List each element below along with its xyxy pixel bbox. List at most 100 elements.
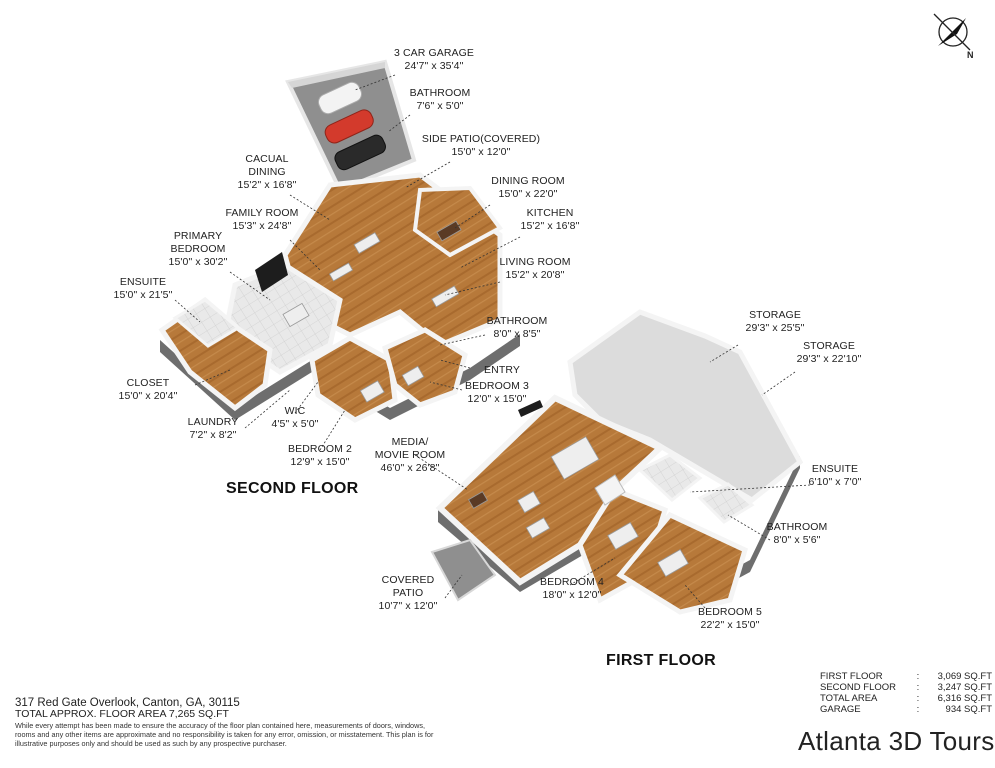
first-floor-plan [430,309,804,615]
room-dimensions: 46'0" x 26'8" [380,462,440,474]
room-name: BATHROOM [486,315,548,327]
north-compass-icon [933,13,971,51]
room-dimensions: 15'0" x 22'0" [498,188,558,200]
area-separator: : [916,704,920,715]
room-name: LAUNDRY [187,416,239,428]
second-floor-title: SECOND FLOOR [226,480,359,497]
storage-floor [567,309,804,504]
room-name: ENSUITE [811,463,859,475]
room-dimensions: 7'2" x 8'2" [189,429,237,441]
area-value: 6,316 SQ.FT [937,693,992,704]
first-floor-bathroom [697,482,755,524]
room-name: STORAGE [749,309,801,321]
first-floor-furniture [468,436,689,577]
room-name: KITCHEN [526,207,574,219]
media-tv [518,400,543,417]
room-name: STORAGE [803,340,855,352]
first-floor-title: FIRST FLOOR [606,652,716,669]
second-floor-plan [158,59,520,423]
compass-north-letter: N [967,50,974,60]
total-floor-area: TOTAL APPROX. FLOOR AREA 7,265 SQ.FT [15,708,229,720]
room-name: BEDROOM 2 [288,443,352,455]
room-name: DINING ROOM [491,175,565,187]
room-dimensions: 4'5" x 5'0" [271,418,319,430]
address-block: 317 Red Gate Overlook, Canton, GA, 30115… [15,697,435,748]
area-row: TOTAL AREA : 6,316 SQ.FT [820,693,992,704]
room-dimensions: 7'6" x 5'0" [416,100,464,112]
dimension-leader-lines [174,74,811,609]
first-floor-stairs [594,474,626,506]
garage-wall [288,62,385,88]
room-dimensions: 22'2" x 15'0" [700,619,760,631]
area-label: FIRST FLOOR [820,671,883,682]
area-row: FIRST FLOOR : 3,069 SQ.FT [820,671,992,682]
room-dimensions: 15'0" x 20'4" [118,390,178,402]
room-name: ENSUITE [119,276,167,288]
room-dimensions: 8'0" x 5'6" [773,534,821,546]
room-name: 3 CAR GARAGE [394,47,474,59]
room-name: ENTRY [484,364,520,376]
room-name: WIC [284,405,306,417]
room-dimensions: 6'10" x 7'0" [808,476,862,488]
room-name: BATHROOM [409,87,471,99]
property-address: 317 Red Gate Overlook, Canton, GA, 30115 [15,697,240,709]
room-dimensions: 8'0" x 8'5" [493,328,541,340]
room-dimensions: 15'2" x 20'8" [505,269,565,281]
room-name: MEDIA/MOVIE ROOM [374,436,446,461]
covered-patio-floor [430,538,497,602]
room-dimensions: 24'7" x 35'4" [404,60,464,72]
room-dimensions: 12'0" x 15'0" [467,393,527,405]
area-value: 3,069 SQ.FT [937,671,992,682]
area-separator: : [916,682,920,693]
room-name: BEDROOM 3 [465,380,529,392]
room-dimensions: 15'0" x 30'2" [168,256,228,268]
room-name: BEDROOM 5 [698,606,762,618]
room-label-entry: ENTRY [484,364,520,377]
room-label-side-patio: SIDE PATIO(COVERED)15'0" x 12'0" [422,133,540,159]
bedroom-3-floor [382,327,468,408]
dining-room-floor [412,185,503,258]
room-dimensions: 29'3" x 25'5" [745,322,805,334]
area-value: 3,247 SQ.FT [937,682,992,693]
room-dimensions: 15'0" x 12'0" [451,146,511,158]
room-dimensions: 15'3" x 24'8" [232,220,292,232]
room-name: BATHROOM [766,521,828,533]
room-dimensions: 15'2" x 16'8" [520,220,580,232]
room-name: FAMILY ROOM [225,207,299,219]
room-name: CLOSET [126,377,170,389]
disclaimer-text: While every attempt has been made to ens… [15,721,434,748]
room-dimensions: 10'7" x 12'0" [378,600,438,612]
bedroom-2-floor [309,335,398,423]
room-name: SIDE PATIO(COVERED) [421,133,541,145]
area-value: 934 SQ.FT [945,704,992,715]
garage-cars [317,81,386,171]
room-dimensions: 29'3" x 22'10" [796,353,862,365]
room-name: BEDROOM 4 [540,576,604,588]
area-separator: : [916,693,920,704]
brand-logo-text: Atlanta 3D Tours [798,726,995,756]
ensuite-tile [172,298,241,348]
